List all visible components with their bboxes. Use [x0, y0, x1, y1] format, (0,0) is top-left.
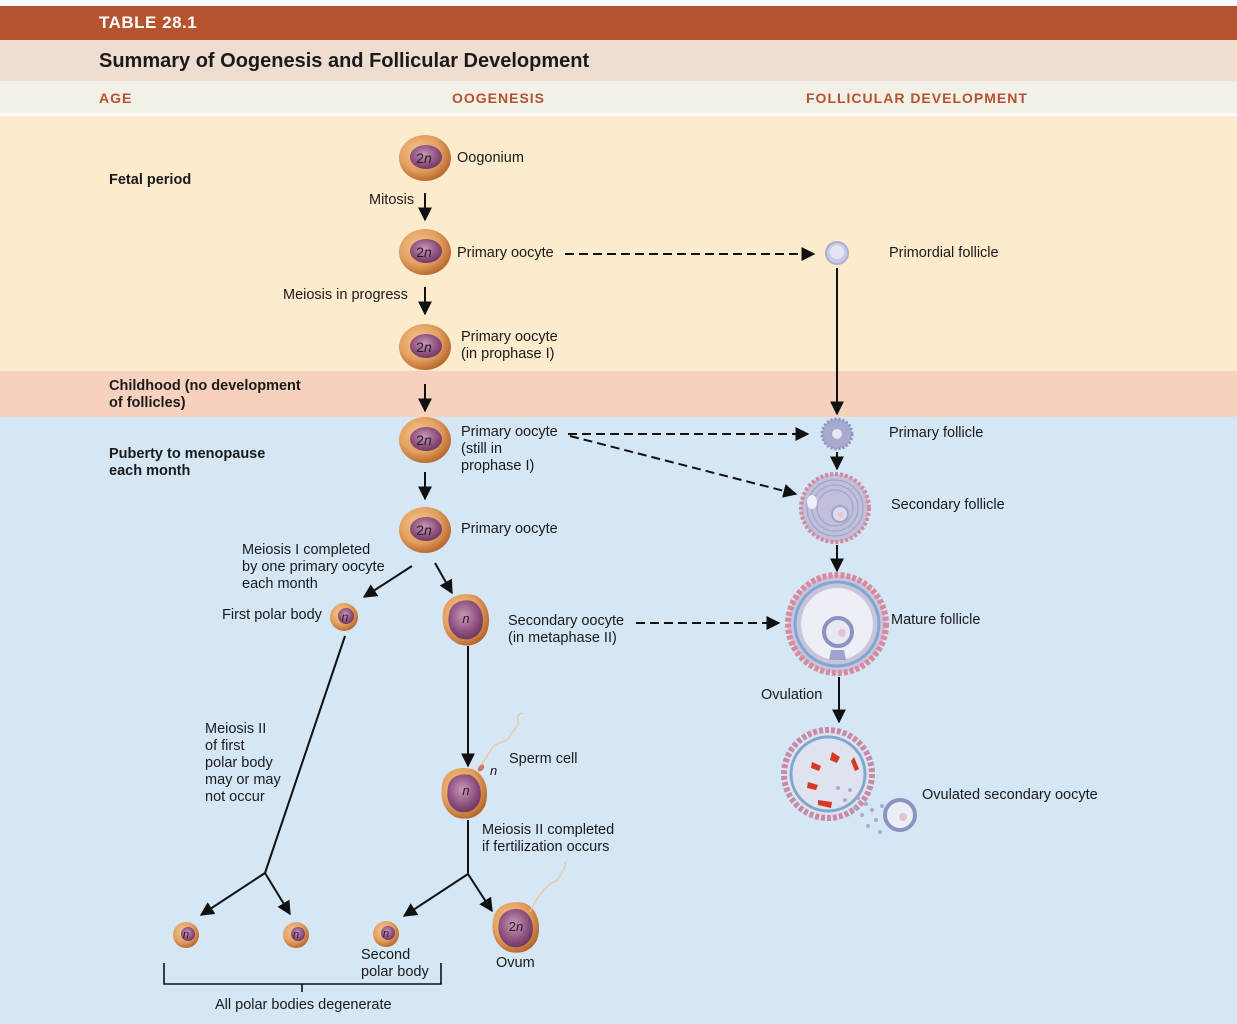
first-polar-body-line [264, 635, 346, 874]
cell-polar-body-a: n [173, 922, 199, 948]
ploidy-label: n [462, 611, 469, 626]
age-childhood: Childhood (no development of follicles) [109, 378, 301, 411]
secondary-follicle-image [799, 472, 871, 544]
cell-ovum: 2n [492, 861, 566, 953]
cell-second-polar-body: n [373, 921, 399, 947]
ploidy-label: n [383, 928, 389, 940]
arrow-to-polar-body-a [199, 872, 266, 916]
label-primordial-follicle: Primordial follicle [889, 245, 999, 261]
cell-primary-oocyte-still-prophase: 2n [399, 417, 451, 463]
label-sperm-cell: Sperm cell [509, 751, 578, 767]
label-ovulation: Ovulation [761, 687, 823, 703]
label-primary-oocyte-prophase: Primary oocyte (in prophase I) [461, 329, 558, 362]
cell-primary-oocyte-puberty: 2n [399, 507, 451, 553]
label-all-polar-degenerate: All polar bodies degenerate [215, 997, 392, 1013]
ploidy-label: n [293, 929, 299, 941]
cell-primary-oocyte-prophase: 2n [399, 324, 451, 370]
label-meiosis-in-progress: Meiosis in progress [283, 287, 408, 303]
age-fetal-period: Fetal period [109, 172, 192, 188]
primary-follicle-image [820, 417, 854, 451]
arrow-to-second-polar-body [402, 873, 469, 917]
age-puberty: Puberty to menopause each month [109, 446, 266, 479]
polar-bodies-bracket [163, 963, 442, 992]
ovulated-follicle-image [781, 727, 917, 834]
table-number: TABLE 28.1 [99, 13, 198, 32]
label-secondary-oocyte: Secondary oocyte (in metaphase II) [508, 613, 625, 646]
cell-polar-body-b: n [283, 922, 309, 948]
ploidy-label: 2n [509, 919, 523, 934]
header-separator [0, 113, 1237, 116]
label-meiosis-ii-first-polar: Meiosis II of first polar body may or ma… [205, 721, 281, 805]
label-meiosis-ii-completed: Meiosis II completed if fertilization oc… [482, 822, 615, 855]
childhood-band [0, 371, 1237, 417]
ploidy-label: n [342, 610, 349, 624]
arrow-to-polar-body-b [264, 872, 291, 916]
label-primary-oocyte: Primary oocyte [457, 245, 554, 261]
cell-first-polar-body: n [330, 603, 358, 631]
label-mature-follicle: Mature follicle [891, 612, 981, 628]
primordial-follicle-image [825, 241, 849, 265]
label-second-polar-body: Second polar body [361, 947, 429, 980]
table-title: Summary of Oogenesis and Follicular Deve… [99, 50, 590, 72]
mature-follicle-image [785, 572, 889, 676]
arrow-to-first-polar-body [362, 565, 413, 598]
sperm-cell: n [477, 712, 524, 778]
arrow-to-ovum [467, 873, 493, 913]
label-meiosis-i-completed: Meiosis I completed by one primary oocyt… [242, 542, 385, 592]
cell-primary-oocyte: 2n [399, 229, 451, 275]
cell-secondary-oocyte: n [442, 594, 490, 646]
ploidy-label: n [183, 929, 189, 941]
label-primary-follicle: Primary follicle [889, 425, 984, 441]
ploidy-label: 2n [416, 432, 432, 448]
column-heading-oogenesis: OOGENESIS [452, 90, 546, 106]
ploidy-label: n [462, 783, 469, 798]
column-heading-follicular: FOLLICULAR DEVELOPMENT [806, 90, 1028, 106]
table-header-bar [0, 6, 1237, 40]
label-first-polar-body: First polar body [222, 607, 322, 623]
column-heading-age: AGE [99, 90, 133, 106]
puberty-band [0, 417, 1237, 1024]
label-mitosis: Mitosis [369, 192, 415, 208]
arrow-to-secondary-oocyte [434, 562, 453, 595]
label-secondary-follicle: Secondary follicle [891, 497, 1005, 513]
ploidy-label: 2n [416, 150, 432, 166]
fetal-period-band [0, 116, 1237, 371]
cell-fertilized-secondary-oocyte: n [441, 768, 488, 819]
cell-oogonium: 2n [399, 135, 451, 181]
label-oogonium: Oogonium [457, 150, 524, 166]
label-ovum: Ovum [496, 955, 535, 971]
column-header-bar [0, 81, 1237, 113]
ploidy-label: 2n [416, 244, 432, 260]
top-margin [0, 0, 1237, 6]
sperm-ploidy-label: n [490, 763, 497, 778]
label-primary-oocyte-still-prophase: Primary oocyte (still in prophase I) [461, 424, 558, 474]
dashed-link-secondary-follicle [569, 435, 798, 498]
ploidy-label: 2n [416, 339, 432, 355]
title-bar [0, 40, 1237, 81]
label-ovulated-secondary-oocyte: Ovulated secondary oocyte [922, 787, 1098, 803]
label-primary-oocyte-puberty: Primary oocyte [461, 521, 558, 537]
ploidy-label: 2n [416, 522, 432, 538]
